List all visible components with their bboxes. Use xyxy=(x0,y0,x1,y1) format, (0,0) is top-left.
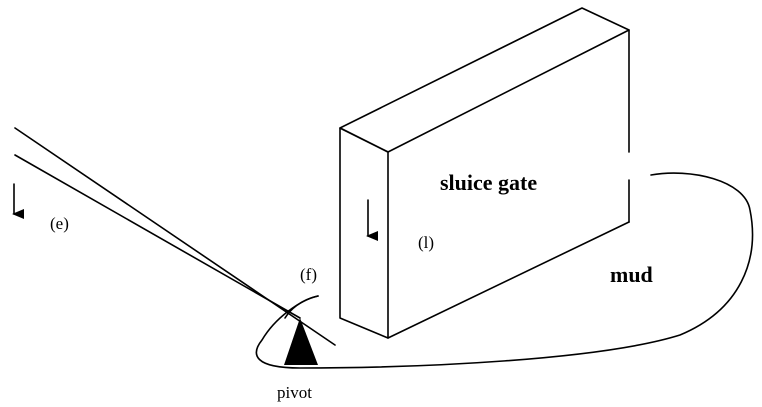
lever-bar xyxy=(14,127,336,346)
pivot-triangle xyxy=(284,318,318,365)
sluice-gate-box xyxy=(339,7,630,339)
label-e: (e) xyxy=(50,214,69,233)
label-f: (f) xyxy=(300,265,317,284)
pivot-label: pivot xyxy=(277,383,312,402)
lever-end-arc xyxy=(284,295,319,319)
mud-outline xyxy=(255,172,754,369)
mud-label: mud xyxy=(610,262,653,287)
label-l: (l) xyxy=(418,233,434,252)
sluice-gate-label: sluice gate xyxy=(440,170,537,195)
